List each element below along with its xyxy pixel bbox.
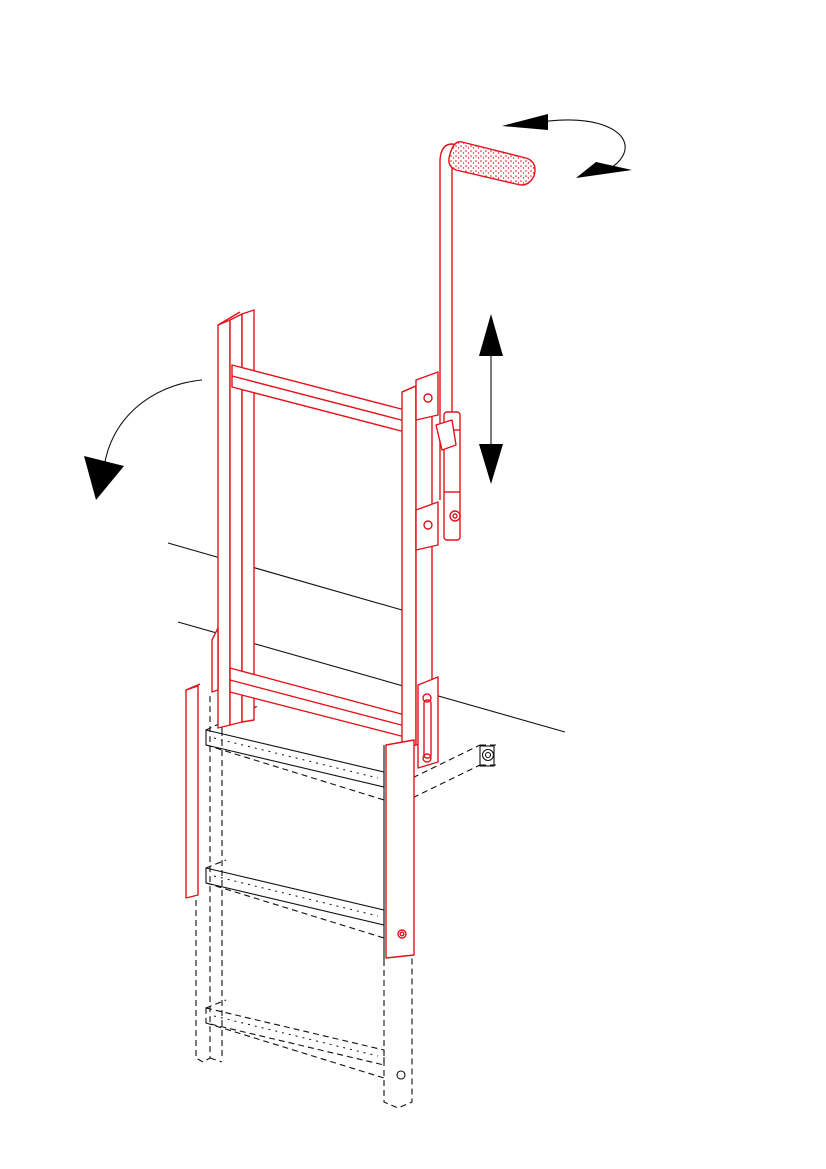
rung-1 <box>205 704 385 801</box>
crank-handle <box>435 141 536 541</box>
lower-ladder-section <box>195 690 413 1109</box>
bolt-icon <box>423 393 433 403</box>
grip <box>448 141 536 186</box>
bolt-icon <box>396 1070 406 1080</box>
folding-ladder-section <box>185 309 439 959</box>
rung-3 <box>205 999 385 1079</box>
bolt-icon <box>481 748 495 762</box>
bolt-icon <box>422 753 432 763</box>
bolt-icon <box>422 693 432 703</box>
rotate-arrow-icon <box>502 114 632 178</box>
vertical-double-arrow-icon <box>479 314 503 484</box>
bolt-icon <box>397 929 407 939</box>
rung-2 <box>205 859 385 939</box>
swing-arrow-icon <box>84 379 203 500</box>
bolt-icon <box>423 520 433 530</box>
